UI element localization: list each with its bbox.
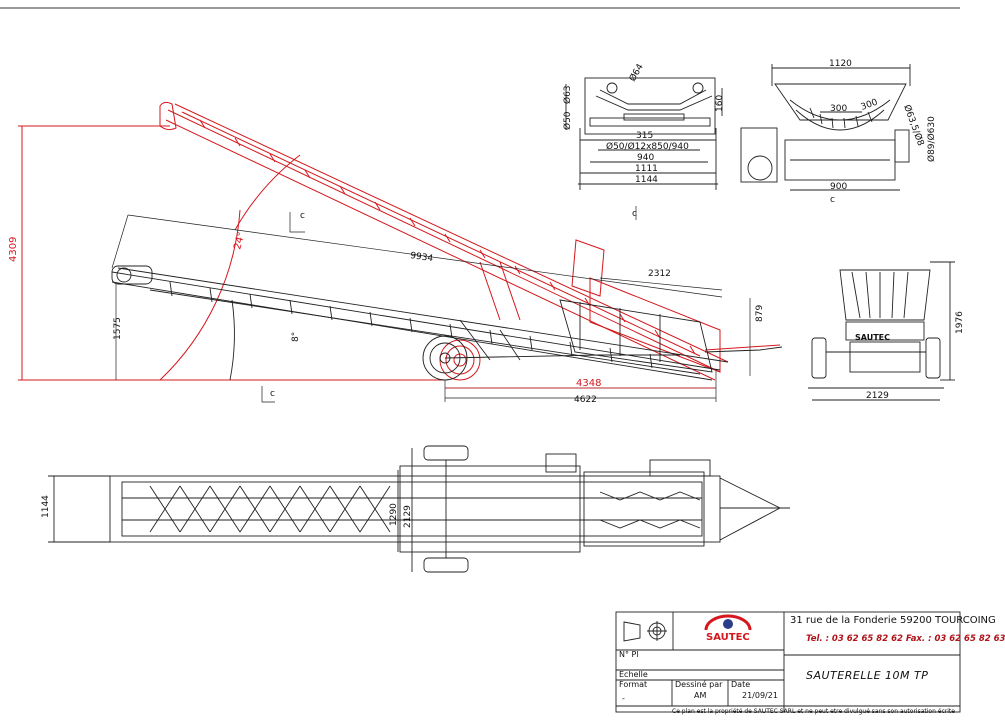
dim-height-raised: 4309 xyxy=(8,237,19,262)
sautec-logo: SAUTEC xyxy=(704,614,752,643)
dim-front-spec: Ø50/Ø12x850/940 xyxy=(606,141,689,152)
dim-hopper-inner2: 300 xyxy=(860,97,880,112)
drawn-by-label: Dessiné par xyxy=(675,680,723,689)
dim-front-height: 160 xyxy=(715,95,725,112)
conveyor-lowered xyxy=(111,265,783,381)
dim-rear-width: 2129 xyxy=(866,391,889,401)
drawing-sheet: 4309 24° xyxy=(0,7,965,713)
company-address: 31 rue de la Fonderie 59200 TOURCOING xyxy=(790,615,996,626)
dim-angle-raised: 24° xyxy=(232,231,247,251)
ownership-notice: Ce plan est la propriété de SAUTEC SARL … xyxy=(672,708,955,715)
format-value: - xyxy=(622,694,625,703)
rear-brand: SAUTEC xyxy=(855,333,890,342)
hopper-section-marker: c xyxy=(830,195,835,205)
dim-front-w1: 315 xyxy=(636,131,653,141)
dim-plan-inner2: 2129 xyxy=(403,505,413,528)
dim-rear-height: 1976 xyxy=(955,311,965,334)
dim-plan-width: 1144 xyxy=(41,495,51,518)
dim-hopper-top: 1120 xyxy=(829,59,852,69)
title-block-frame xyxy=(615,611,961,713)
plan-number-label: N° Pl xyxy=(619,650,639,659)
section-marker-3: c xyxy=(270,389,275,399)
section-marker-2: c xyxy=(632,209,637,219)
dim-total-length: 9934 xyxy=(410,251,434,264)
dim-hopper-right-spec: Ø89/Ø630 xyxy=(926,116,937,162)
dim-front-left-1: Ø63 xyxy=(562,85,573,104)
plan-view: 1144 1290 2129 xyxy=(41,445,790,573)
date-label: Date xyxy=(731,680,751,689)
dim-plan-inner1: 1290 xyxy=(389,503,399,526)
project-title: SAUTERELLE 10M TP xyxy=(806,669,929,682)
dim-hopper-angle-spec: Ø63,5/Ø8 xyxy=(901,103,926,147)
rear-view: SAUTEC 1976 2129 xyxy=(808,261,965,401)
logo-text: SAUTEC xyxy=(706,632,750,643)
dim-angle-lowered: 8° xyxy=(291,332,301,342)
dim-front-left-2: Ø50 xyxy=(562,111,573,130)
dim-front-w2: 940 xyxy=(637,153,654,163)
dim-wheelbase-raised: 4348 xyxy=(576,378,601,389)
dim-front-w3: 1111 xyxy=(635,164,658,174)
section-marker-1: c xyxy=(300,211,305,221)
scale-label: Echelle xyxy=(619,670,648,679)
dim-wheelbase-lowered: 4622 xyxy=(574,395,597,405)
hopper-end-view: 1120 300 300 Ø63,5/Ø8 Ø89/Ø630 900 c xyxy=(740,59,937,205)
drawn-by-value: AM xyxy=(694,691,707,700)
dim-front-w4: 1144 xyxy=(635,175,658,185)
dim-hopper-inner: 300 xyxy=(830,104,847,114)
front-section-view: Ø64 Ø63 Ø50 160 315 Ø50/Ø12x850/940 940 … xyxy=(562,62,725,190)
date-value: 21/09/21 xyxy=(742,691,778,700)
dim-hopper-height: 879 xyxy=(755,305,765,322)
dim-hopper-bottom: 900 xyxy=(830,182,847,192)
dim-front-roller: Ø64 xyxy=(627,62,646,84)
dim-height-lowered: 1575 xyxy=(113,317,123,340)
conveyor-raised xyxy=(159,101,781,381)
format-label: Format xyxy=(619,680,648,689)
dim-hopper-length: 2312 xyxy=(648,269,671,279)
company-phone-fax: Tel. : 03 62 65 82 62 Fax. : 03 62 65 82… xyxy=(806,634,1005,644)
side-view: 4309 24° xyxy=(8,101,783,405)
